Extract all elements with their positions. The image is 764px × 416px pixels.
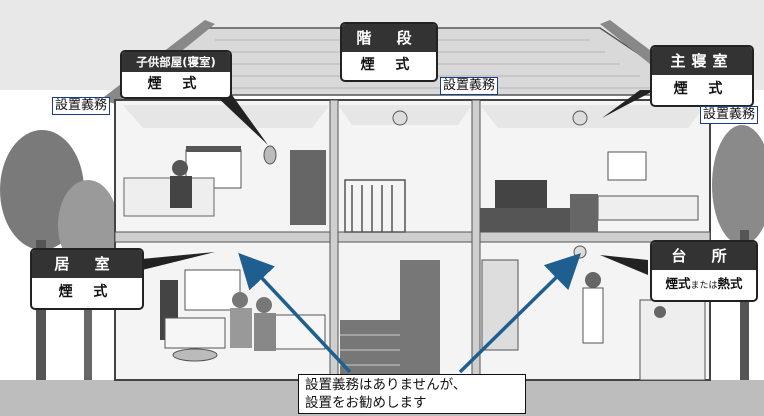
recommendation-note: 設置義務はありませんが、 設置をお勧めします — [298, 374, 526, 414]
stairs-obligation: 設置義務 — [440, 77, 499, 95]
kitchen-detector-or: または — [690, 281, 718, 291]
master-room-detector: 煙 式 — [673, 81, 731, 97]
stairs-detector: 煙 式 — [360, 57, 418, 73]
arrow-to-living-room — [238, 252, 352, 374]
kids-room-detector: 煙 式 — [147, 76, 205, 92]
callout-master-room: 主寝室 煙 式 — [650, 45, 754, 107]
left-trees — [0, 130, 118, 390]
callout-kitchen: 台 所 煙式または熱式 — [650, 240, 758, 302]
master-room-obligation: 設置義務 — [700, 106, 759, 124]
note-line-2: 設置をお勧めします — [305, 395, 427, 411]
kitchen-detector-smoke: 煙式 — [665, 276, 691, 291]
stairs-name: 階 段 — [342, 24, 436, 52]
callout-kids-room: 子供部屋(寝室) 煙 式 — [120, 50, 232, 99]
kitchen-detector-heat: 熱式 — [717, 276, 743, 291]
kitchen-name: 台 所 — [652, 242, 756, 270]
master-callout-pointer — [602, 90, 655, 118]
arrow-to-kitchen — [458, 253, 581, 374]
living-room — [160, 269, 326, 362]
stairs-area — [338, 105, 472, 380]
master-room — [480, 105, 706, 232]
callout-stairs: 階 段 煙 式 — [340, 22, 438, 82]
kitchen-callout-pointer — [600, 255, 648, 275]
living-room-name: 居 室 — [32, 250, 142, 278]
kids-callout-pointer — [215, 95, 268, 145]
callout-living-room: 居 室 煙 式 — [30, 248, 144, 310]
kitchen-room — [481, 245, 706, 381]
kitchen-detector: 煙式または熱式 — [652, 270, 756, 298]
kids-room-obligation: 設置義務 — [52, 97, 111, 115]
kids-room-name: 子供部屋(寝室) — [122, 52, 230, 72]
right-trees — [712, 125, 764, 390]
kids-room — [123, 105, 330, 225]
living-room-detector: 煙 式 — [58, 284, 116, 300]
master-room-name: 主寝室 — [652, 47, 752, 75]
note-line-1: 設置義務はありませんが、 — [305, 377, 467, 393]
